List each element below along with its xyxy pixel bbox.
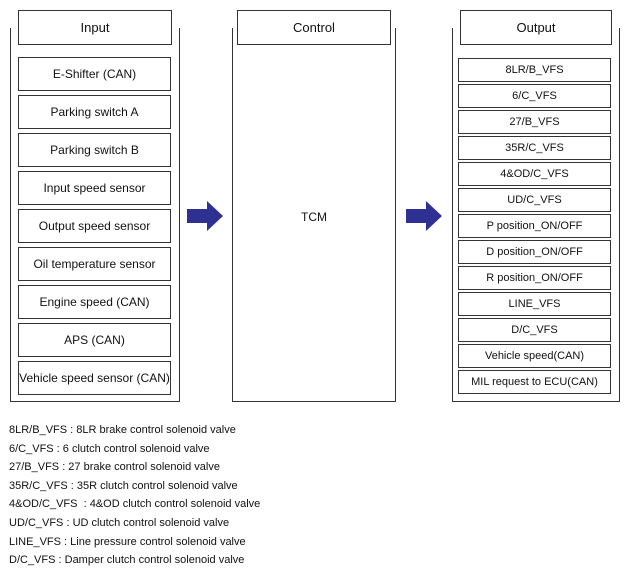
input-item: Input speed sensor	[18, 171, 171, 205]
output-item: R position_ON/OFF	[458, 266, 611, 290]
input-title: Input	[18, 10, 172, 45]
abbreviation-legend: 8LR/B_VFS : 8LR brake control solenoid v…	[9, 421, 260, 570]
legend-line: 27/B_VFS : 27 brake control solenoid val…	[9, 461, 220, 474]
output-item: MIL request to ECU(CAN)	[458, 370, 611, 394]
legend-line: 4&OD/C_VFS : 4&OD clutch control solenoi…	[9, 498, 261, 511]
output-item: UD/C_VFS	[458, 188, 611, 212]
output-item: 4&OD/C_VFS	[458, 162, 611, 186]
output-list: 8LR/B_VFS 6/C_VFS 27/B_VFS 35R/C_VFS 4&O…	[458, 58, 611, 394]
output-title: Output	[460, 10, 612, 45]
legend-line: D/C_VFS : Damper clutch control solenoid…	[9, 554, 245, 567]
input-list: E-Shifter (CAN) Parking switch A Parking…	[18, 57, 171, 395]
legend-line: UD/C_VFS : UD clutch control solenoid va…	[9, 516, 230, 529]
input-item: E-Shifter (CAN)	[18, 57, 171, 91]
output-item: D position_ON/OFF	[458, 240, 611, 264]
right-arrow-icon	[187, 201, 223, 231]
output-item: 8LR/B_VFS	[458, 58, 611, 82]
output-item: 27/B_VFS	[458, 110, 611, 134]
output-item: P position_ON/OFF	[458, 214, 611, 238]
legend-line: 6/C_VFS : 6 clutch control solenoid valv…	[9, 442, 210, 455]
input-item: Engine speed (CAN)	[18, 285, 171, 319]
output-item: 6/C_VFS	[458, 84, 611, 108]
legend-line: 35R/C_VFS : 35R clutch control solenoid …	[9, 479, 238, 492]
input-item: Parking switch B	[18, 133, 171, 167]
input-item: Oil temperature sensor	[18, 247, 171, 281]
legend-line: 8LR/B_VFS : 8LR brake control solenoid v…	[9, 424, 236, 436]
right-arrow-icon	[406, 201, 442, 231]
input-item: APS (CAN)	[18, 323, 171, 357]
input-item: Vehicle speed sensor (CAN)	[18, 361, 171, 395]
input-item: Parking switch A	[18, 95, 171, 129]
output-item: LINE_VFS	[458, 292, 611, 316]
legend-line: LINE_VFS : Line pressure control solenoi…	[9, 535, 246, 548]
output-item: D/C_VFS	[458, 318, 611, 342]
input-item: Output speed sensor	[18, 209, 171, 243]
tcm-label: TCM	[301, 210, 327, 224]
output-item: Vehicle speed(CAN)	[458, 344, 611, 368]
control-title: Control	[237, 10, 391, 45]
control-panel	[232, 28, 396, 402]
output-item: 35R/C_VFS	[458, 136, 611, 160]
